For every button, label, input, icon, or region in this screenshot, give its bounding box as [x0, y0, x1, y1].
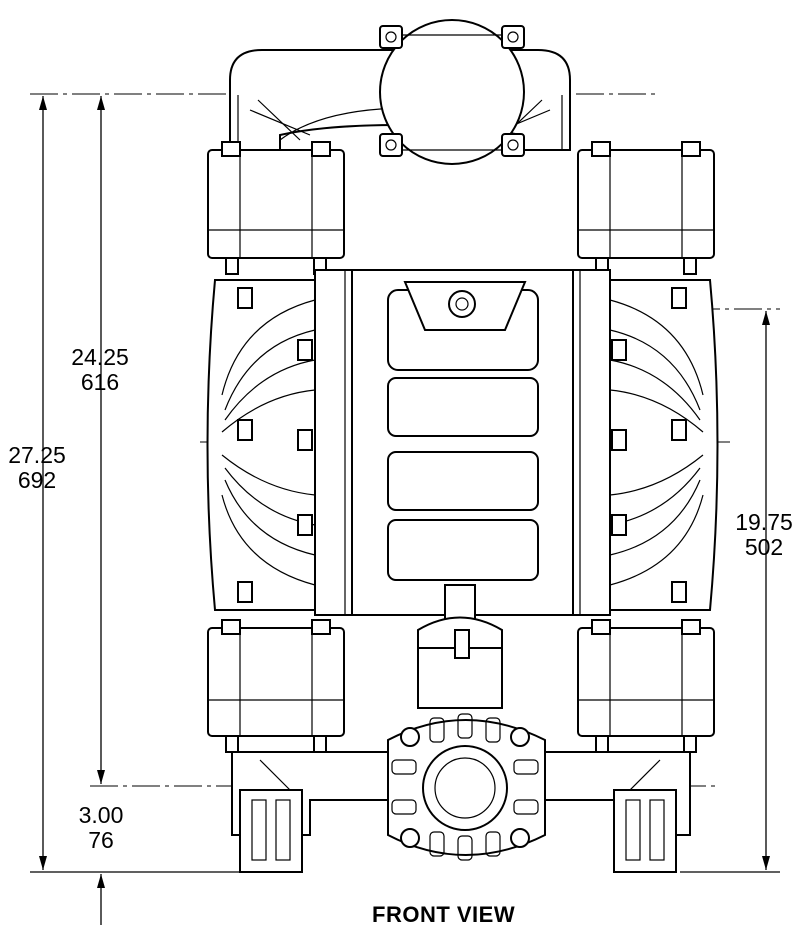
dim-port-to-port-mm: 616 — [80, 369, 120, 395]
inlet-manifold — [231, 713, 691, 873]
muffler — [417, 584, 503, 709]
dim-overall-height-inches: 27.25 — [8, 442, 66, 468]
center-section — [314, 269, 611, 616]
discharge-manifold — [229, 19, 571, 165]
view-title: FRONT VIEW — [372, 902, 516, 927]
dimension-lines — [39, 96, 770, 925]
dim-air-inlet-height-inches: 19.75 — [735, 509, 793, 535]
dim-air-inlet-height-mm: 502 — [744, 534, 784, 560]
dim-inlet-height-inches: 3.00 — [78, 802, 124, 828]
dim-overall-height-mm: 692 — [17, 467, 57, 493]
dim-inlet-height: 3.00 76 — [68, 803, 134, 853]
lower-valve-housings — [207, 619, 715, 753]
fluid-covers — [206, 279, 719, 611]
dim-port-to-port-inches: 24.25 — [71, 344, 129, 370]
dim-inlet-height-mm: 76 — [88, 827, 114, 853]
dim-air-inlet-height: 19.75 502 — [726, 510, 801, 560]
dim-port-to-port: 24.25 616 — [64, 345, 136, 395]
dim-overall-height: 27.25 692 — [4, 443, 70, 493]
upper-valve-housings — [207, 141, 715, 275]
